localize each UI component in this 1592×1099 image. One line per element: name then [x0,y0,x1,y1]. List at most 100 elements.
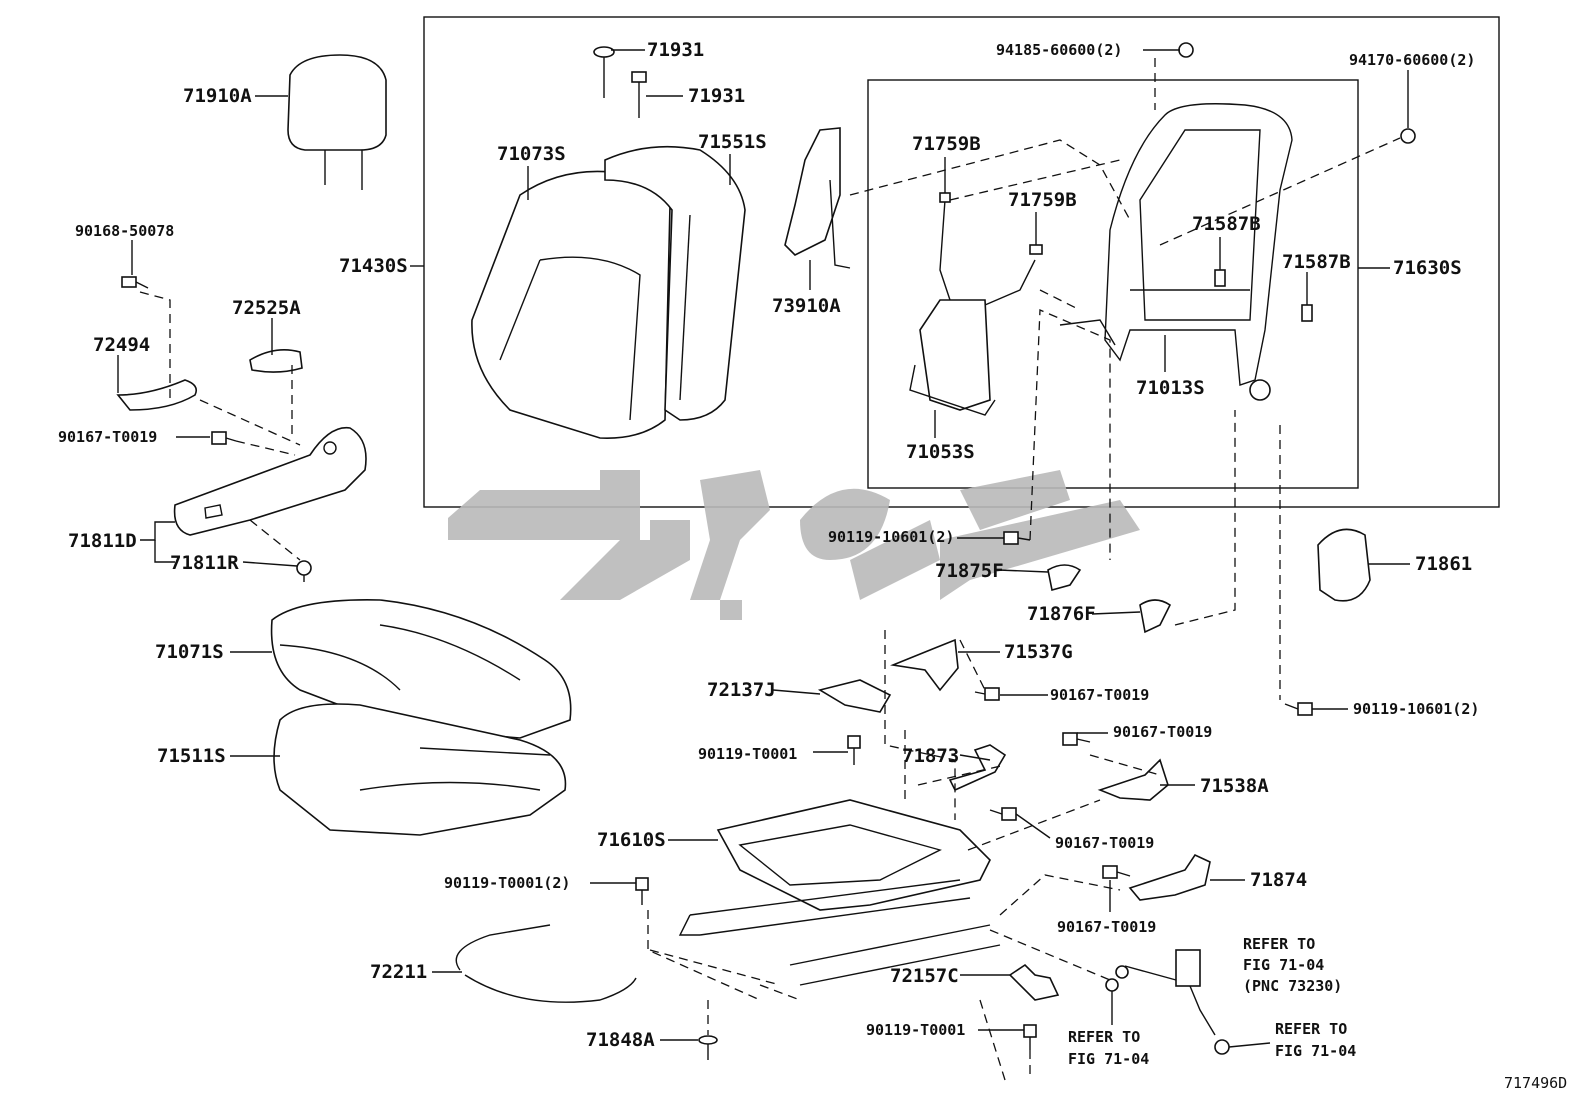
label-refer-3a: REFER TO [1275,1020,1347,1038]
label-lever-cover: 72525A [232,297,301,319]
bolt-part-b [1284,702,1313,716]
label-seatback-assembly: 71430S [339,255,408,277]
cover-part-c [1008,963,1060,1001]
diagram-code: 717496D [1504,1074,1567,1092]
label-adjuster: 71610S [597,829,666,851]
airbag-part [784,127,851,269]
label-bracket-a: 71538A [1200,775,1269,797]
label-wire: 72211 [370,961,427,983]
label-clip-1: 71931 [647,39,704,61]
clip-part-1 [593,46,615,98]
label-spring-2: 71759B [1008,189,1077,211]
label-bolt-e: 90119-T0001 [866,1021,965,1039]
screw-part-b [211,431,237,445]
label-nut-right: 94170-60600(2) [1349,51,1475,69]
label-shield-d: 71811D [68,530,137,552]
label-refer-1a: REFER TO [1243,935,1315,953]
label-screw-e: 90167-T0019 [1055,834,1154,852]
nut-part-upper [1178,42,1194,58]
label-bolt-f: 71848A [586,1029,655,1051]
alignment-lines [139,58,1401,1081]
cover-part-j [817,679,892,713]
label-screw-a: 90168-50078 [75,222,174,240]
label-refer-1c: (PNC 73230) [1243,977,1342,995]
cover-part-74 [1128,853,1211,901]
screw-part-r [296,560,312,582]
lever-cover-part [249,349,303,373]
label-hinge-cover-f2: 71876F [1027,603,1096,625]
bolt-part-f [698,1035,718,1060]
label-nut-upper: 94185-60600(2) [996,41,1122,59]
screw-part-a [121,276,149,289]
seatback-pad-part [604,145,746,421]
nut-part-right [1400,128,1416,144]
label-cushion-pad: 71511S [157,745,226,767]
part-labels: 71910A 71931 71931 71073S 71551S 71430S … [58,39,1567,1092]
leader-lines [117,49,1410,1048]
label-screw-b: 90167-T0019 [58,428,157,446]
label-screw-f: 90167-T0019 [1057,918,1156,936]
cover-part-73 [948,744,1007,792]
label-screw-c: 90167-T0019 [1050,686,1149,704]
label-bracket-2: 71587B [1282,251,1351,273]
seatback-cover-part [471,170,671,439]
label-cushion-cover: 71071S [155,641,224,663]
label-cover-j: 72137J [707,679,776,701]
screw-part-e [989,807,1017,821]
seatback-frame-part [1059,103,1293,401]
seatbelt-buckle-part [1115,949,1216,1036]
bolt-part-c [847,735,861,765]
lever-part [116,379,198,411]
label-refer-2a: REFER TO [1068,1028,1140,1046]
screw-part-c [974,687,1000,701]
label-airbag: 73910A [772,295,841,317]
label-clip-2: 71931 [688,85,745,107]
label-bracket-g: 71537G [1004,641,1073,663]
knob-part [1317,528,1371,602]
label-bracket-1: 71587B [1192,213,1261,235]
bracket-part-1 [1214,269,1226,287]
watermark-logo [448,470,1140,620]
hinge-cover-part-f2 [1139,599,1172,634]
cushion-pad-part [273,703,567,836]
label-spring-1: 71759B [912,133,981,155]
label-frame: 71013S [1136,377,1205,399]
label-seatback-cover: 71073S [497,143,566,165]
label-refer-2b: FIG 71-04 [1068,1050,1149,1068]
screw-part-f [1102,865,1131,879]
label-cover-74: 71874 [1250,869,1307,891]
label-headrest: 71910A [183,85,252,107]
label-lumbar: 71053S [906,441,975,463]
label-bolt-d: 90119-T0001(2) [444,874,570,892]
seat-adjuster-part [678,799,1001,986]
clip-part-2 [631,71,647,118]
bracket-part-g [890,638,959,692]
nut-part-lower [1214,1039,1230,1055]
label-refer-1b: FIG 71-04 [1243,956,1324,974]
label-refer-3b: FIG 71-04 [1275,1042,1356,1060]
label-shield-r: 71811R [170,552,239,574]
hinge-cover-part-f [1047,564,1082,592]
screw-part-d [1062,732,1091,746]
lumbar-support-part [909,192,1043,416]
nut-part-belt [1105,978,1119,992]
label-bolt-c: 90119-T0001 [698,745,797,763]
label-cover-73: 71873 [902,745,959,767]
bracket-part-a [1097,758,1169,801]
label-knob: 71861 [1415,553,1472,575]
bolt-part-d [635,877,649,905]
label-cover-c: 72157C [890,965,959,987]
frame-group-box [867,79,1359,489]
shield-part [173,426,367,536]
label-seatback-pad: 71551S [698,131,767,153]
label-frame-assy: 71630S [1393,257,1462,279]
label-bolt-b: 90119-10601(2) [1353,700,1479,718]
headrest-part [287,54,387,190]
bracket-part-2 [1301,304,1313,322]
label-lever: 72494 [93,334,150,356]
bolt-part-e [1023,1024,1037,1050]
seatback-group-box [423,16,1500,508]
label-bolt-a: 90119-10601(2) [828,528,954,546]
label-screw-d: 90167-T0019 [1113,723,1212,741]
